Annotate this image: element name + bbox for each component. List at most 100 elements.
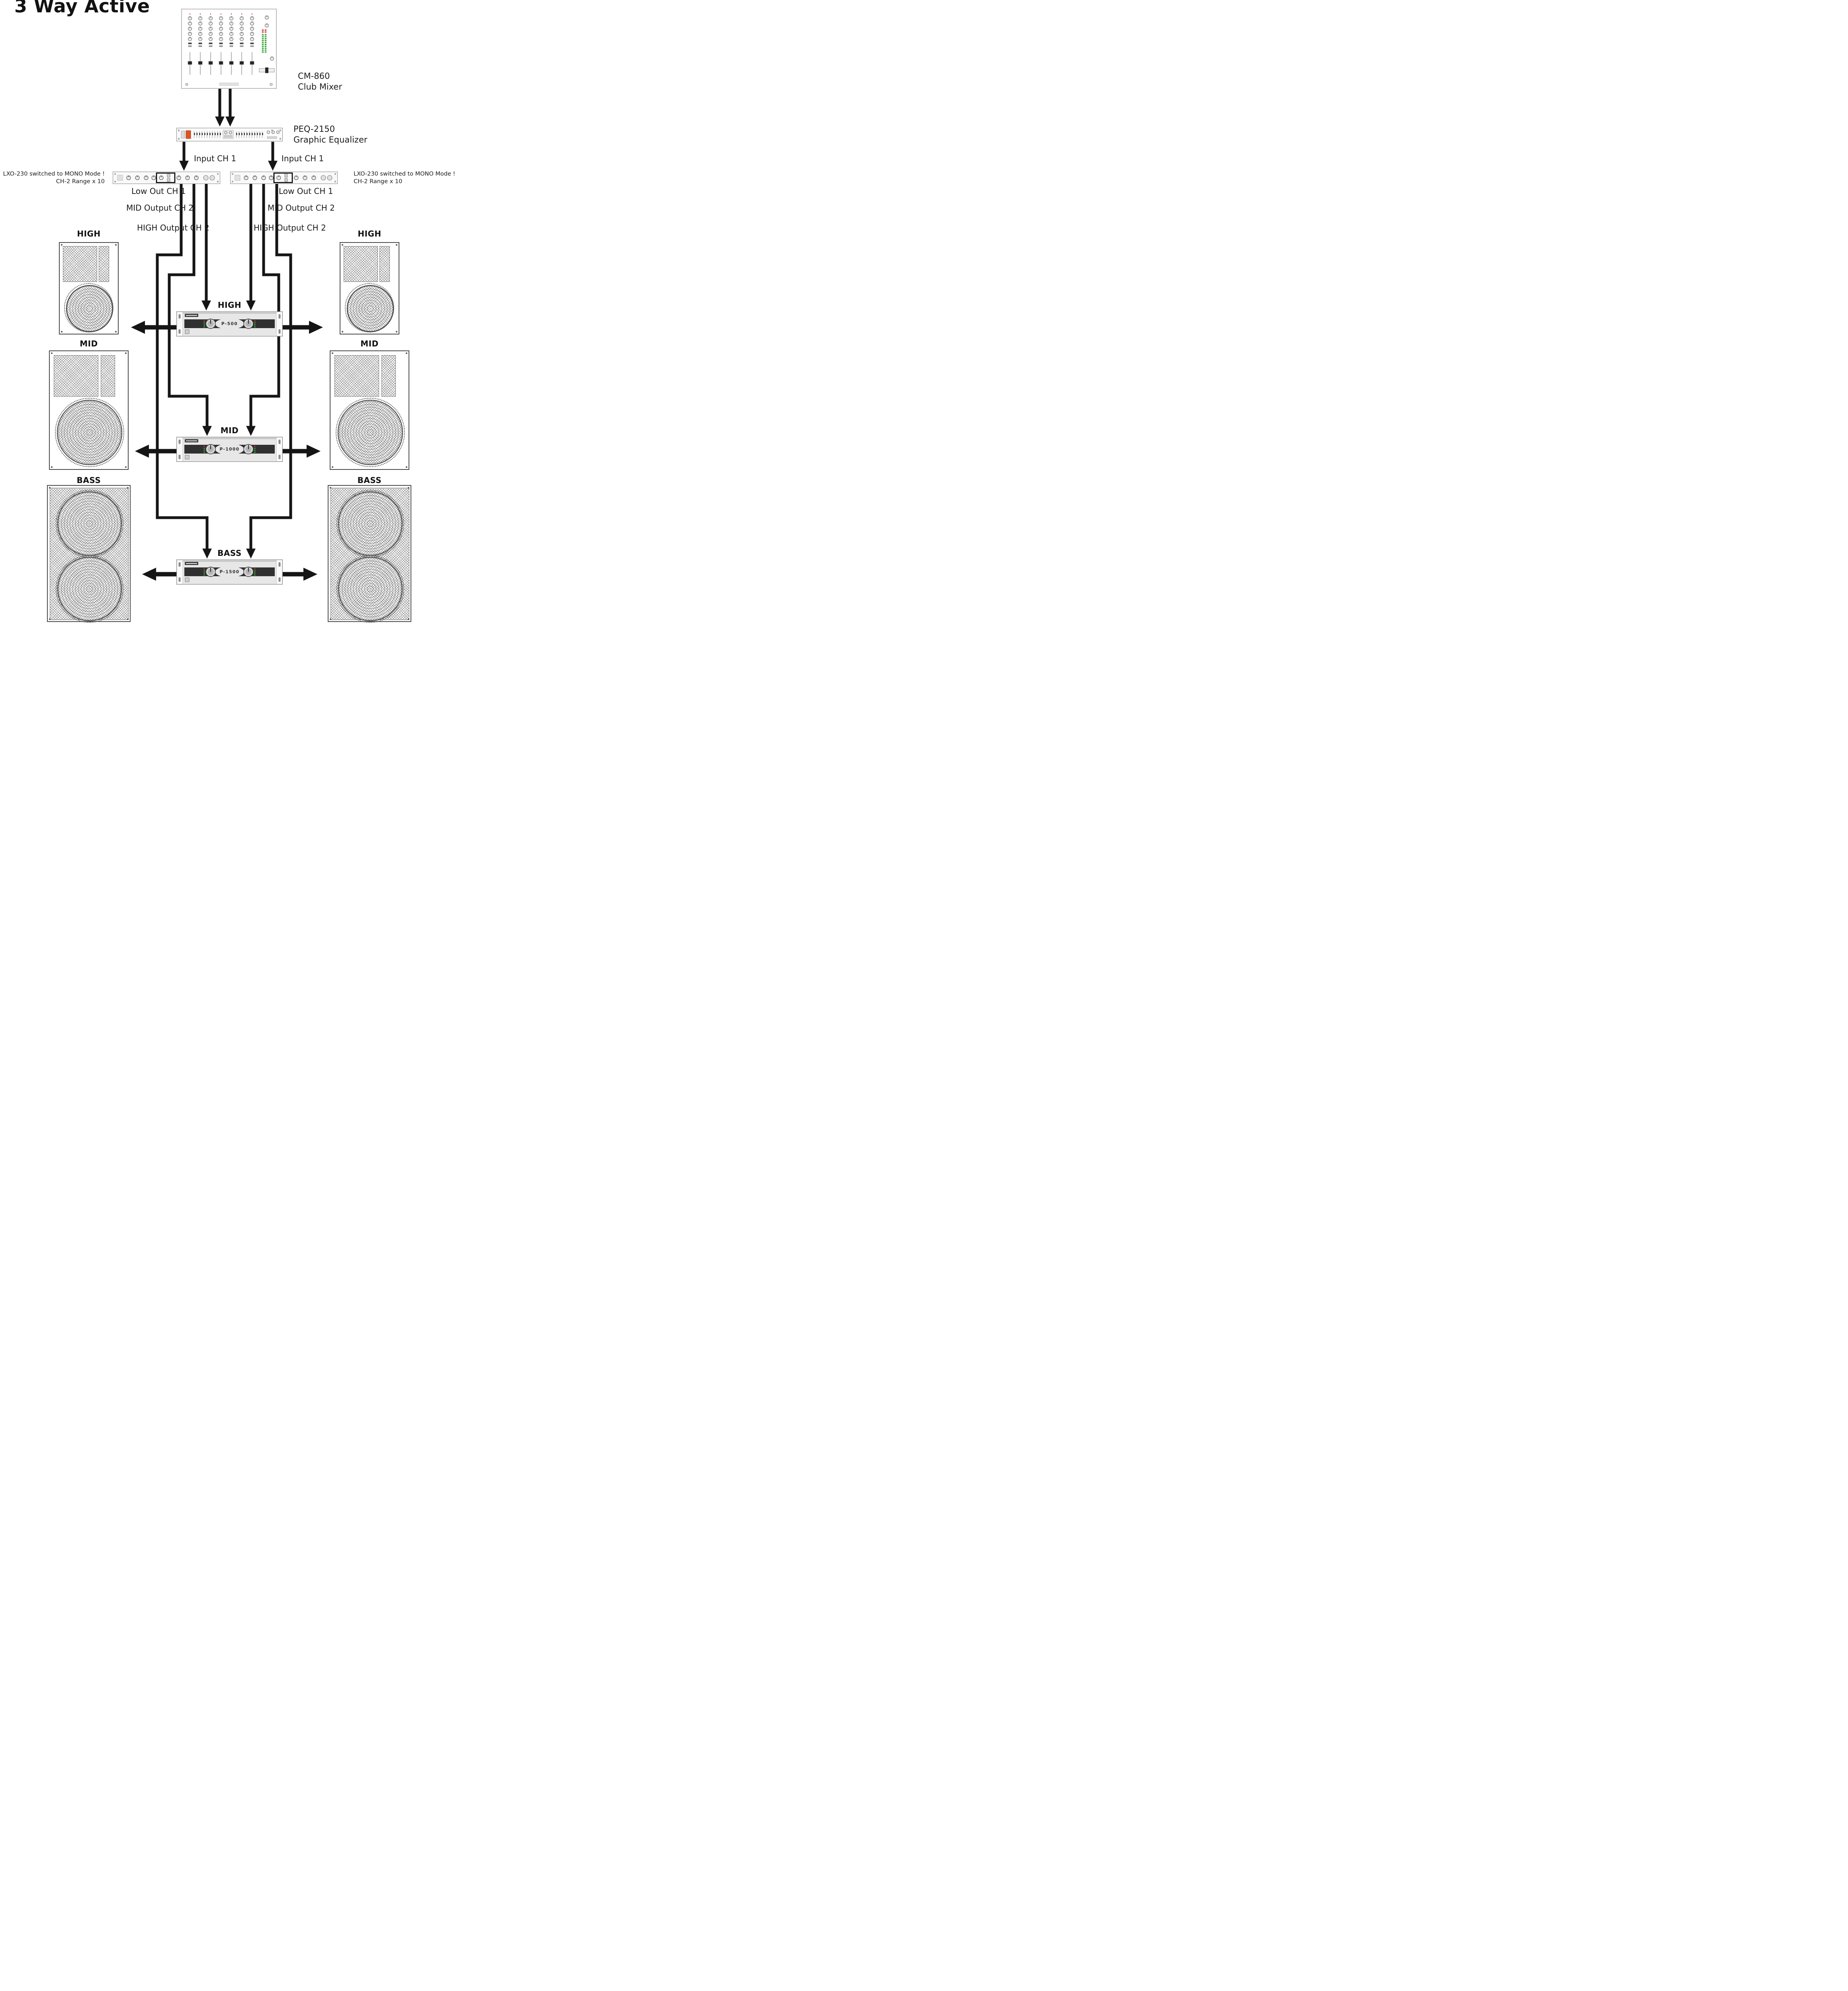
- speaker-bass-right: [328, 485, 411, 623]
- crossover-left-note-line2: CH-2 Range x 10: [56, 178, 105, 185]
- label-mid-out-right: MID Output CH 2: [268, 203, 335, 213]
- screw-dot: [51, 466, 53, 468]
- crossover-left-note-line1: LXO-230 switched to MONO Mode !: [3, 171, 105, 177]
- screw-dot: [332, 352, 333, 354]
- speaker-high-right-label: HIGH: [358, 229, 381, 239]
- bolt-ring: [345, 283, 394, 332]
- amp-bass-model: P-1500: [219, 570, 239, 575]
- speaker-bass-left: [47, 485, 131, 623]
- eq-front-panel: [176, 128, 283, 141]
- equalizer-type: Graphic Equalizer: [293, 135, 368, 145]
- label-high-out-right: HIGH Output CH 2: [254, 223, 326, 233]
- wire-low-left: [156, 184, 212, 559]
- equalizer-label: PEQ-2150 Graphic Equalizer: [293, 124, 368, 145]
- mono-switch-highlight: [231, 172, 338, 184]
- speaker-mid-right: [330, 350, 409, 470]
- screw-dot: [61, 244, 63, 246]
- label-input-ch1-right: Input CH 1: [282, 154, 324, 163]
- speaker-high-left: [59, 242, 119, 334]
- label-low-out-right: Low Out CH 1: [279, 186, 333, 196]
- speaker-mid-right-label: MID: [360, 339, 379, 348]
- mixer-type: Club Mixer: [298, 82, 342, 92]
- screw-dot: [406, 466, 407, 468]
- amp-mid-model: P-1000: [219, 447, 239, 452]
- mono-switch-highlight: [113, 172, 220, 184]
- screw-dot: [61, 331, 63, 332]
- bolt-ring: [55, 398, 124, 467]
- amp-mid-section-label: MID: [220, 426, 239, 435]
- amp-front-panel: P-1500: [176, 559, 283, 585]
- speaker-mid-left: [49, 350, 129, 470]
- speaker-mid-left-label: MID: [80, 339, 98, 348]
- speaker-high-left-label: HIGH: [77, 229, 101, 239]
- screw-dot: [125, 352, 127, 354]
- page-title: 3 Way Active: [14, 0, 150, 17]
- screw-dot: [332, 466, 333, 468]
- crossover-front-panel: [230, 172, 338, 184]
- crossover-right-note-line2: CH-2 Range x 10: [354, 178, 403, 185]
- screw-dot: [408, 487, 409, 489]
- amp-bass-device: P-1500: [176, 559, 283, 585]
- grille-mesh: [54, 355, 98, 397]
- bolt-ring: [336, 555, 404, 623]
- grille-mesh: [344, 246, 378, 282]
- screw-dot: [396, 244, 397, 246]
- grille-mesh: [63, 246, 97, 282]
- bolt-ring: [64, 283, 113, 332]
- bolt-ring: [336, 398, 405, 467]
- label-high-out-left: HIGH Output CH 2: [137, 223, 209, 233]
- amp-front-panel: P-500: [176, 311, 283, 337]
- screw-dot: [406, 352, 407, 354]
- grille-mesh: [379, 246, 390, 282]
- bolt-ring: [56, 490, 123, 557]
- mixer-model: CM-860: [298, 71, 330, 81]
- bolt-ring: [56, 555, 123, 623]
- wire-low-right: [246, 184, 292, 559]
- screw-dot: [330, 487, 331, 489]
- crossover-front-panel: [113, 172, 220, 184]
- screw-dot: [342, 244, 343, 246]
- bolt-ring: [336, 490, 404, 557]
- speaker-high-right: [340, 242, 399, 334]
- grille-mesh: [334, 355, 379, 397]
- speaker-bass-right-label: BASS: [357, 475, 382, 485]
- screw-dot: [49, 487, 51, 489]
- eq-power-accent: [186, 130, 191, 139]
- screw-dot: [408, 618, 409, 620]
- crossover-left-device: [113, 172, 220, 184]
- signal-wires: [156, 89, 292, 559]
- grille-mesh: [99, 246, 109, 282]
- grille-mesh: [101, 355, 115, 397]
- label-mid-out-left: MID Output CH 2: [126, 203, 194, 213]
- amp-high-model: P-500: [221, 322, 238, 327]
- screw-dot: [51, 352, 53, 354]
- screw-dot: [342, 331, 343, 332]
- screw-dot: [127, 487, 129, 489]
- wire-mid-left: [168, 184, 212, 436]
- amp-mid-device: P-1000: [176, 436, 283, 462]
- amp-high-device: P-500: [176, 311, 283, 337]
- speaker-bass-left-label: BASS: [76, 475, 101, 485]
- label-input-ch1-left: Input CH 1: [194, 154, 237, 163]
- equalizer-device: [176, 128, 283, 141]
- grille-mesh: [381, 355, 396, 397]
- equalizer-model: PEQ-2150: [293, 124, 335, 134]
- diagram-canvas: 3 Way Active: [0, 0, 462, 631]
- mixer-front-panel: [181, 9, 277, 89]
- crossover-right-note-line1: LXO-230 switched to MONO Mode !: [354, 171, 456, 177]
- screw-dot: [127, 618, 129, 620]
- amp-front-panel: P-1000: [176, 436, 283, 462]
- screw-dot: [125, 466, 127, 468]
- screw-dot: [396, 331, 397, 332]
- amp-high-section-label: HIGH: [217, 300, 242, 310]
- mixer-device: [181, 9, 277, 89]
- screw-dot: [330, 618, 331, 620]
- screw-dot: [49, 618, 51, 620]
- mixer-label: CM-860 Club Mixer: [298, 71, 342, 92]
- screw-dot: [115, 244, 117, 246]
- crossover-right-note: LXO-230 switched to MONO Mode ! CH-2 Ran…: [354, 170, 455, 186]
- crossover-left-note: LXO-230 switched to MONO Mode ! CH-2 Ran…: [0, 170, 105, 186]
- amp-bass-section-label: BASS: [217, 548, 242, 558]
- label-low-out-left: Low Out CH 1: [131, 186, 186, 196]
- crossover-right-device: [230, 172, 338, 184]
